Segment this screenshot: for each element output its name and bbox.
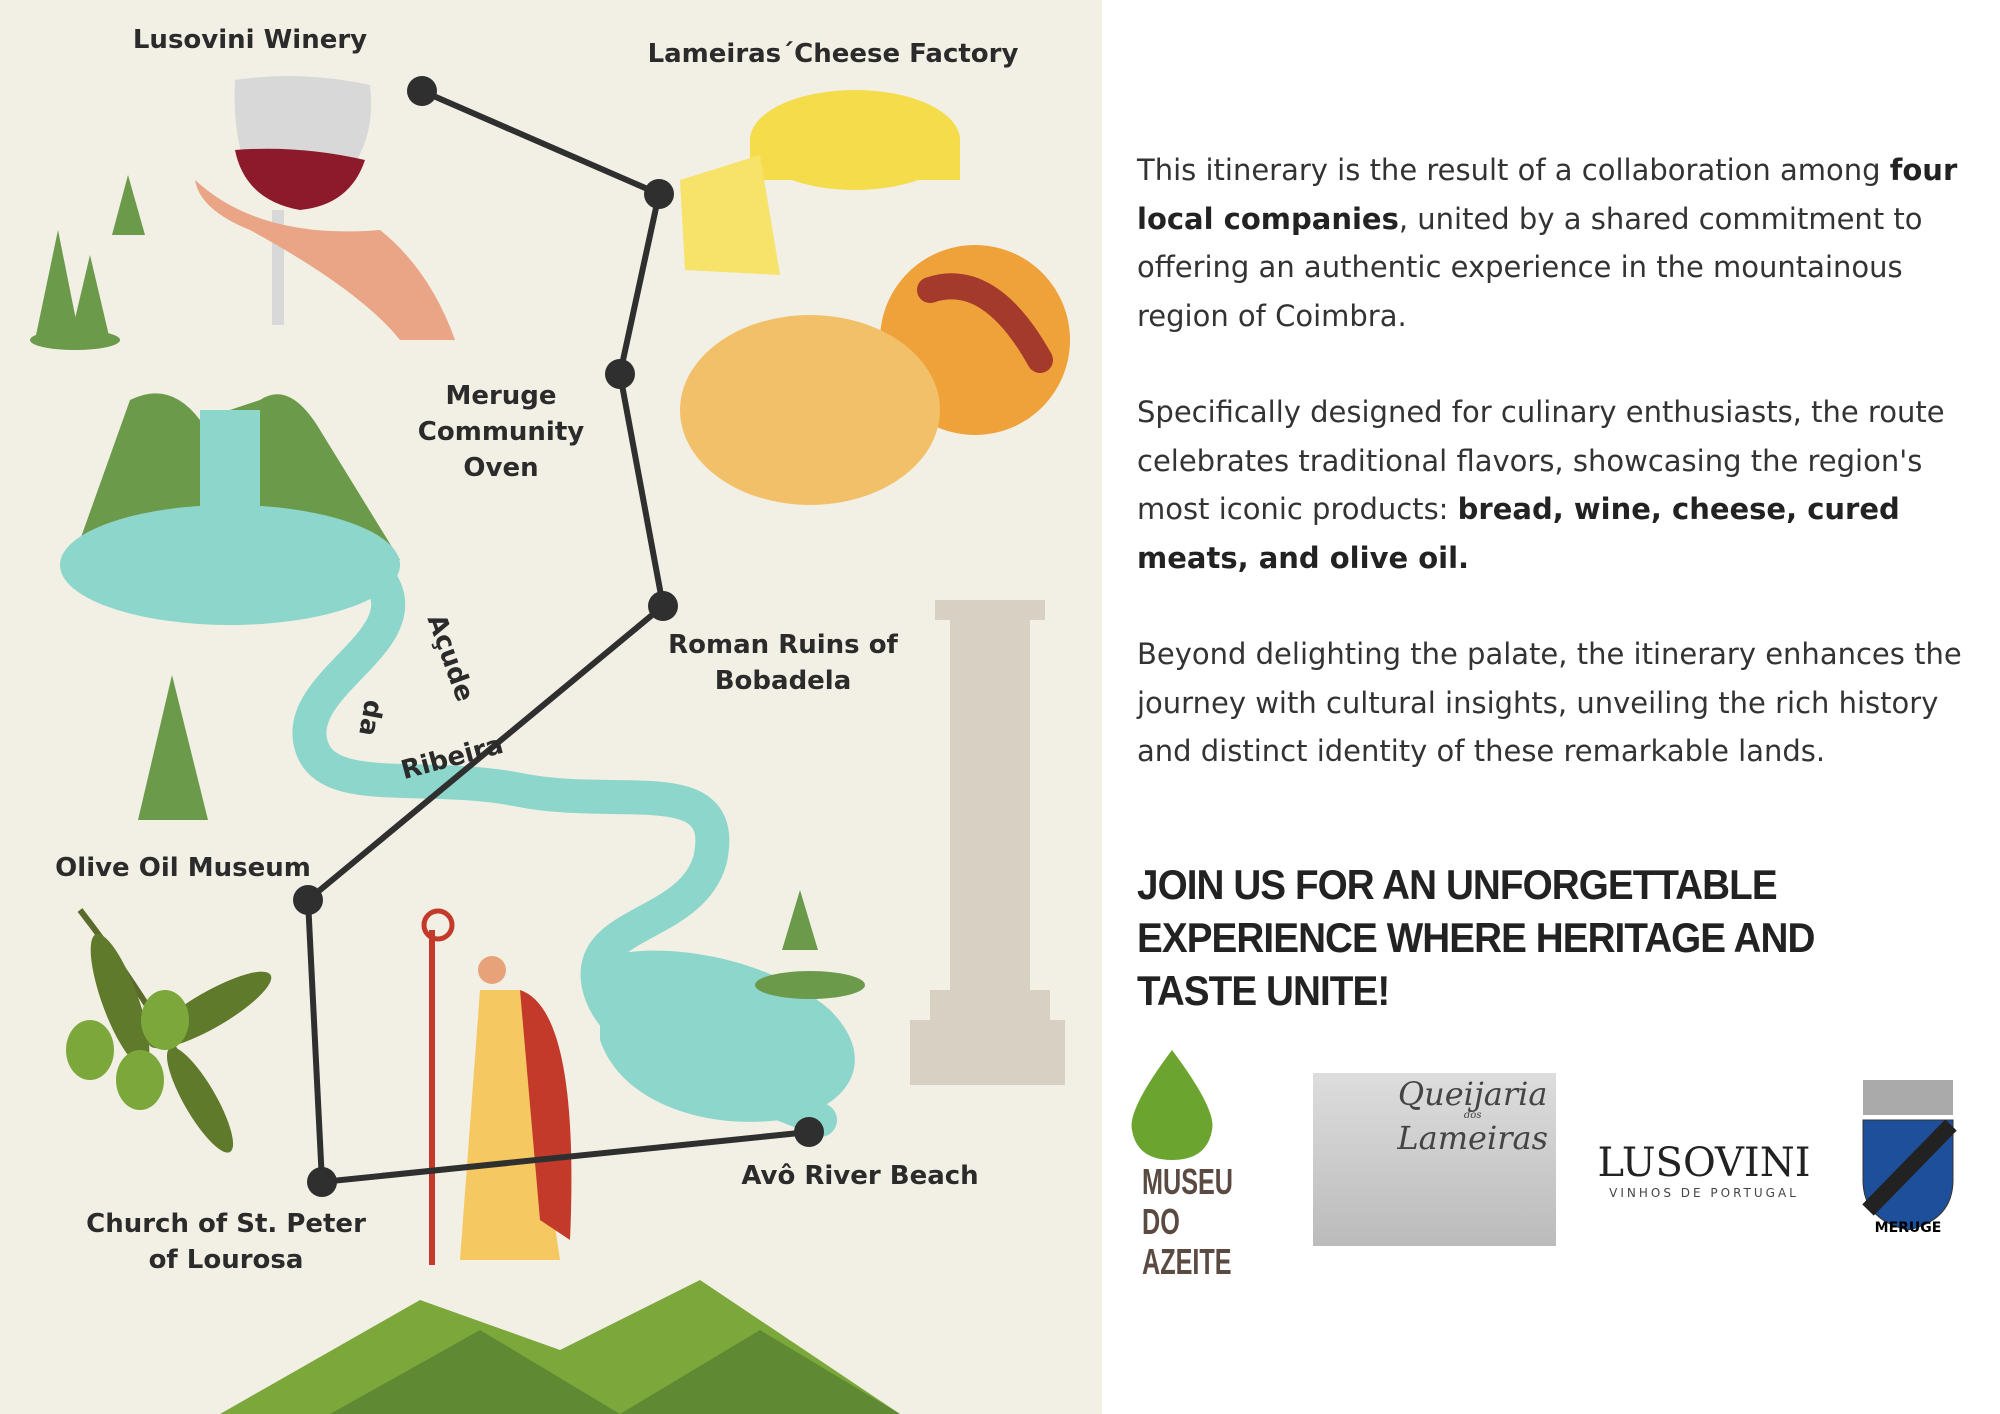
- church-line: of Lourosa: [148, 1245, 304, 1275]
- mountains-illustration: [220, 1280, 900, 1414]
- roman-line: Roman Ruins of: [668, 630, 898, 660]
- wine-glass-illustration: [195, 76, 455, 340]
- label-cheese-factory: Lameiras´Cheese Factory: [647, 39, 1019, 69]
- logo-text: Queijaria: [1397, 1075, 1548, 1113]
- coat-of-arms-icon: [1862, 1080, 1957, 1231]
- oven-line: Meruge: [445, 381, 557, 411]
- stop-roman: [648, 591, 678, 621]
- stop-church: [307, 1167, 337, 1197]
- label-lusovini-winery: Lusovini Winery: [132, 25, 368, 55]
- logo-text: MUSEU: [1142, 1161, 1234, 1202]
- sausage: [917, 273, 1053, 373]
- stop-olive: [293, 885, 323, 915]
- olive-drop-icon: [1131, 1050, 1213, 1160]
- logo-queijaria-lameiras: Queijaria dos Lameiras: [1313, 1073, 1556, 1246]
- tree-icons: [30, 175, 865, 999]
- logo-meruge-coat-of-arms: MERUGE: [1833, 1070, 1983, 1250]
- description: This itinerary is the result of a collab…: [1137, 146, 1967, 824]
- roman-line: Bobadela: [714, 666, 852, 696]
- paragraph-collaboration: This itinerary is the result of a collab…: [1137, 146, 1967, 340]
- oven-line: Oven: [463, 453, 539, 483]
- church-line: Church of St. Peter: [86, 1209, 366, 1239]
- waterfall-pool: [60, 505, 400, 625]
- text: Specifically designed for culinary enthu…: [1137, 395, 1945, 526]
- stop-winery: [407, 76, 437, 106]
- logo-text: Lameiras: [1397, 1119, 1548, 1157]
- bishop-illustration: [421, 908, 572, 1265]
- stop-oven: [605, 359, 635, 389]
- cheese-illustration: [680, 90, 960, 275]
- itinerary-map: Lusovini Winery Lameiras´Cheese Factory …: [0, 0, 1102, 1414]
- logo-text: LUSOVINI: [1597, 1140, 1811, 1186]
- label-river-da: da: [352, 697, 388, 739]
- logo-text: VINHOS DE PORTUGAL: [1609, 1186, 1799, 1200]
- paragraph-culinary: Specifically designed for culinary enthu…: [1137, 388, 1967, 582]
- label-community-oven: Meruge Community Oven: [418, 378, 584, 486]
- label-avo-river-beach: Avô River Beach: [741, 1161, 979, 1191]
- stop-cheese: [644, 179, 674, 209]
- logo-text: MERUGE: [1874, 1220, 1942, 1236]
- text: , united by a shared commitment to offer…: [1137, 201, 1923, 333]
- logo-text: dos: [1463, 1110, 1482, 1121]
- bread-illustration: [680, 315, 940, 505]
- map-illustration: [30, 76, 1070, 1414]
- logo-museu-do-azeite: MUSEU DO AZEITE: [1122, 1050, 1272, 1282]
- stop-beach: [794, 1117, 824, 1147]
- emphasis: bread, wine, cheese, cured meats, and ol…: [1137, 492, 1900, 575]
- paragraph-culture: Beyond delighting the palate, the itiner…: [1137, 637, 1962, 768]
- oven-line: Community: [417, 417, 585, 447]
- logo-text: DO AZEITE: [1142, 1201, 1232, 1282]
- label-roman-ruins: Roman Ruins of Bobadela: [668, 627, 898, 699]
- call-to-action-heading: JOIN US FOR AN UNFORGETTABLE EXPERIENCE …: [1137, 861, 1815, 1014]
- label-olive-oil-museum: Olive Oil Museum: [55, 853, 311, 883]
- olive-branch-illustration: [66, 908, 272, 1153]
- roman-column-illustration: [910, 600, 1065, 1085]
- label-church-lourosa: Church of St. Peter of Lourosa: [86, 1206, 366, 1278]
- route-stops: [293, 76, 824, 1197]
- text: This itinerary is the result of a collab…: [1137, 153, 1890, 187]
- logo-lusovini: LUSOVINI VINHOS DE PORTUGAL: [1594, 1140, 1814, 1200]
- emphasis: four local companies: [1137, 153, 1958, 236]
